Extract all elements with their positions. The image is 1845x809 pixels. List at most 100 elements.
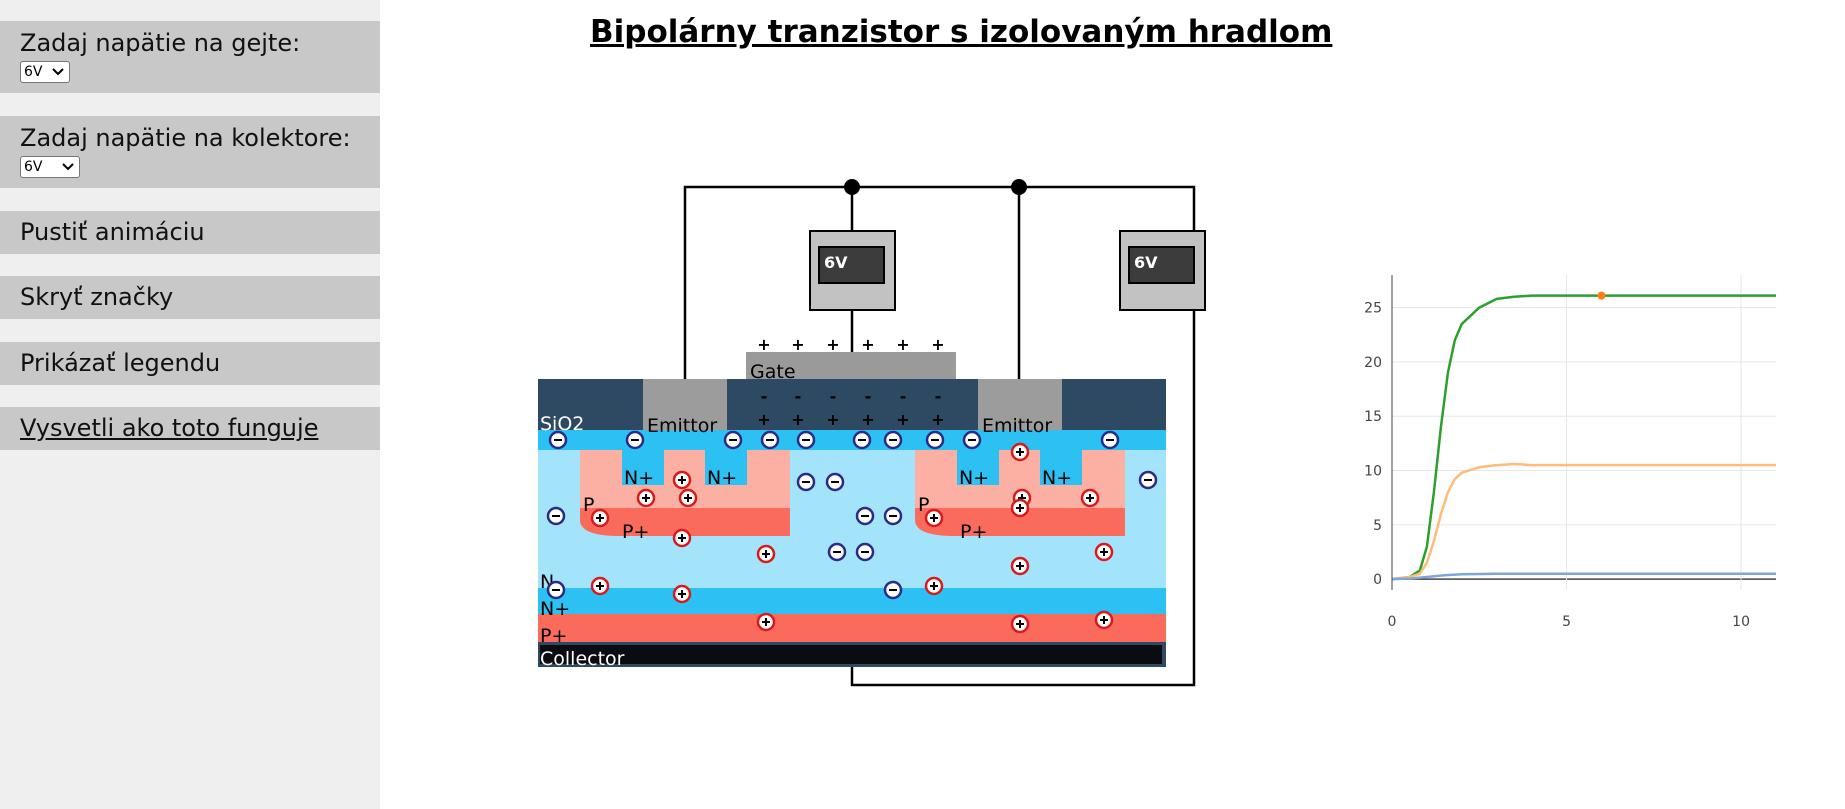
electron-marker (883, 506, 903, 526)
p-plus-layer-label: P+ (540, 625, 567, 647)
igbt-diagram: 6V 6V + + + + + + - - - - - (538, 179, 1206, 687)
electron-marker (827, 542, 847, 562)
hole-marker (1094, 542, 1114, 562)
hide-marks-button[interactable]: Skryť značky (0, 276, 380, 319)
svg-text:+: + (896, 335, 909, 354)
electrons (546, 430, 1158, 600)
collector-label: Collector (540, 648, 625, 670)
svg-text:-: - (865, 387, 872, 406)
nplus-label-3: N+ (959, 467, 989, 489)
svg-text:+: + (896, 410, 909, 429)
hole-marker (1010, 498, 1030, 518)
n-plus-layer-label: N+ (540, 598, 570, 620)
x-tick-label: 0 (1388, 614, 1397, 630)
x-tick-label: 5 (1562, 614, 1571, 630)
svg-text:+: + (931, 335, 944, 354)
gate-voltage-label: Zadaj napätie na gejte: (20, 29, 301, 57)
electron-marker (760, 430, 780, 450)
nplus-label-4: N+ (1042, 467, 1072, 489)
holes (590, 442, 1114, 634)
nplus-label-1: N+ (624, 467, 654, 489)
gate-voltmeter-readout: 6V (824, 253, 848, 272)
svg-text:+: + (826, 335, 839, 354)
hole-marker (924, 508, 944, 528)
electron-marker (548, 430, 568, 450)
electron-marker (625, 430, 645, 450)
chart-grid (1392, 275, 1776, 590)
svg-text:+: + (861, 410, 874, 429)
collector-voltage-value: 6V (24, 159, 43, 175)
x-tick-labels: 0 5 10 (1388, 614, 1750, 630)
electron-marker (825, 472, 845, 492)
svg-text:-: - (830, 387, 837, 406)
gate-voltage-value: 6V (24, 64, 43, 80)
hole-marker (756, 612, 776, 632)
collector-voltage-label: Zadaj napätie na kolektore: (20, 124, 351, 152)
gate-voltage-select[interactable]: 6V (20, 61, 70, 83)
y-tick-label: 5 (1373, 518, 1382, 534)
explain-button[interactable]: Vysvetli ako toto funguje (0, 407, 380, 450)
electron-marker (546, 580, 566, 600)
collector-voltage-select[interactable]: 6V (20, 156, 80, 178)
y-tick-label: 15 (1364, 409, 1382, 425)
pplus-left-label: P+ (622, 521, 649, 543)
chevron-down-icon (51, 62, 65, 82)
chart-series (1391, 291, 1776, 581)
hole-marker (590, 576, 610, 596)
svg-text:+: + (791, 410, 804, 429)
electron-marker (962, 430, 982, 450)
electron-marker (723, 430, 743, 450)
svg-text:+: + (757, 410, 770, 429)
p-right-label: P (918, 494, 929, 516)
electron-marker (855, 506, 875, 526)
emitter-right-label: Emittor (982, 415, 1052, 437)
emitter-left-label: Emittor (647, 415, 717, 437)
series-line-1 (1391, 294, 1776, 581)
collector-node (1011, 179, 1027, 195)
svg-text:+: + (931, 410, 944, 429)
electron-marker (883, 430, 903, 450)
gate-voltmeter: 6V (809, 230, 896, 311)
svg-text:+: + (826, 410, 839, 429)
gate-charges: + + + + + + - - - - - - + + + + + + (757, 335, 944, 429)
gate-label: Gate (750, 361, 796, 383)
show-legend-button[interactable]: Prikázať legendu (0, 342, 380, 385)
svg-text:-: - (761, 387, 768, 406)
sidebar: Zadaj napätie na gejte: 6V Zadaj napätie… (0, 0, 380, 809)
svg-text:+: + (757, 335, 770, 354)
y-tick-label: 0 (1373, 572, 1382, 588)
collector-voltmeter-readout: 6V (1134, 253, 1158, 272)
hole-marker (1010, 556, 1030, 576)
electron-marker (883, 580, 903, 600)
gate-node (844, 179, 860, 195)
series-line-3 (1391, 572, 1776, 581)
chevron-down-icon (61, 157, 75, 177)
hole-marker (636, 488, 656, 508)
electron-marker (1100, 430, 1120, 450)
nplus-label-2: N+ (707, 467, 737, 489)
hole-marker (590, 508, 610, 528)
hole-marker (678, 488, 698, 508)
y-tick-label: 20 (1364, 355, 1382, 371)
svg-text:-: - (795, 387, 802, 406)
electron-marker (796, 430, 816, 450)
hole-marker (1010, 614, 1030, 634)
series-line-2 (1391, 462, 1776, 581)
p-left-label: P (583, 494, 594, 516)
collector-voltage-panel: Zadaj napätie na kolektore: 6V (0, 116, 380, 188)
collector-voltmeter: 6V (1119, 230, 1206, 311)
y-tick-label: 10 (1364, 464, 1382, 480)
page-title: Bipolárny tranzistor s izolovaným hradlo… (590, 14, 1333, 50)
x-tick-label: 10 (1732, 614, 1750, 630)
hole-marker (1010, 442, 1030, 462)
electron-marker (546, 506, 566, 526)
svg-text:+: + (861, 335, 874, 354)
play-animation-button[interactable]: Pustiť animáciu (0, 211, 380, 254)
electron-marker (1138, 470, 1158, 490)
hole-marker (1080, 488, 1100, 508)
gate-voltage-panel: Zadaj napätie na gejte: 6V (0, 21, 380, 93)
electron-marker (925, 430, 945, 450)
hole-marker (672, 584, 692, 604)
